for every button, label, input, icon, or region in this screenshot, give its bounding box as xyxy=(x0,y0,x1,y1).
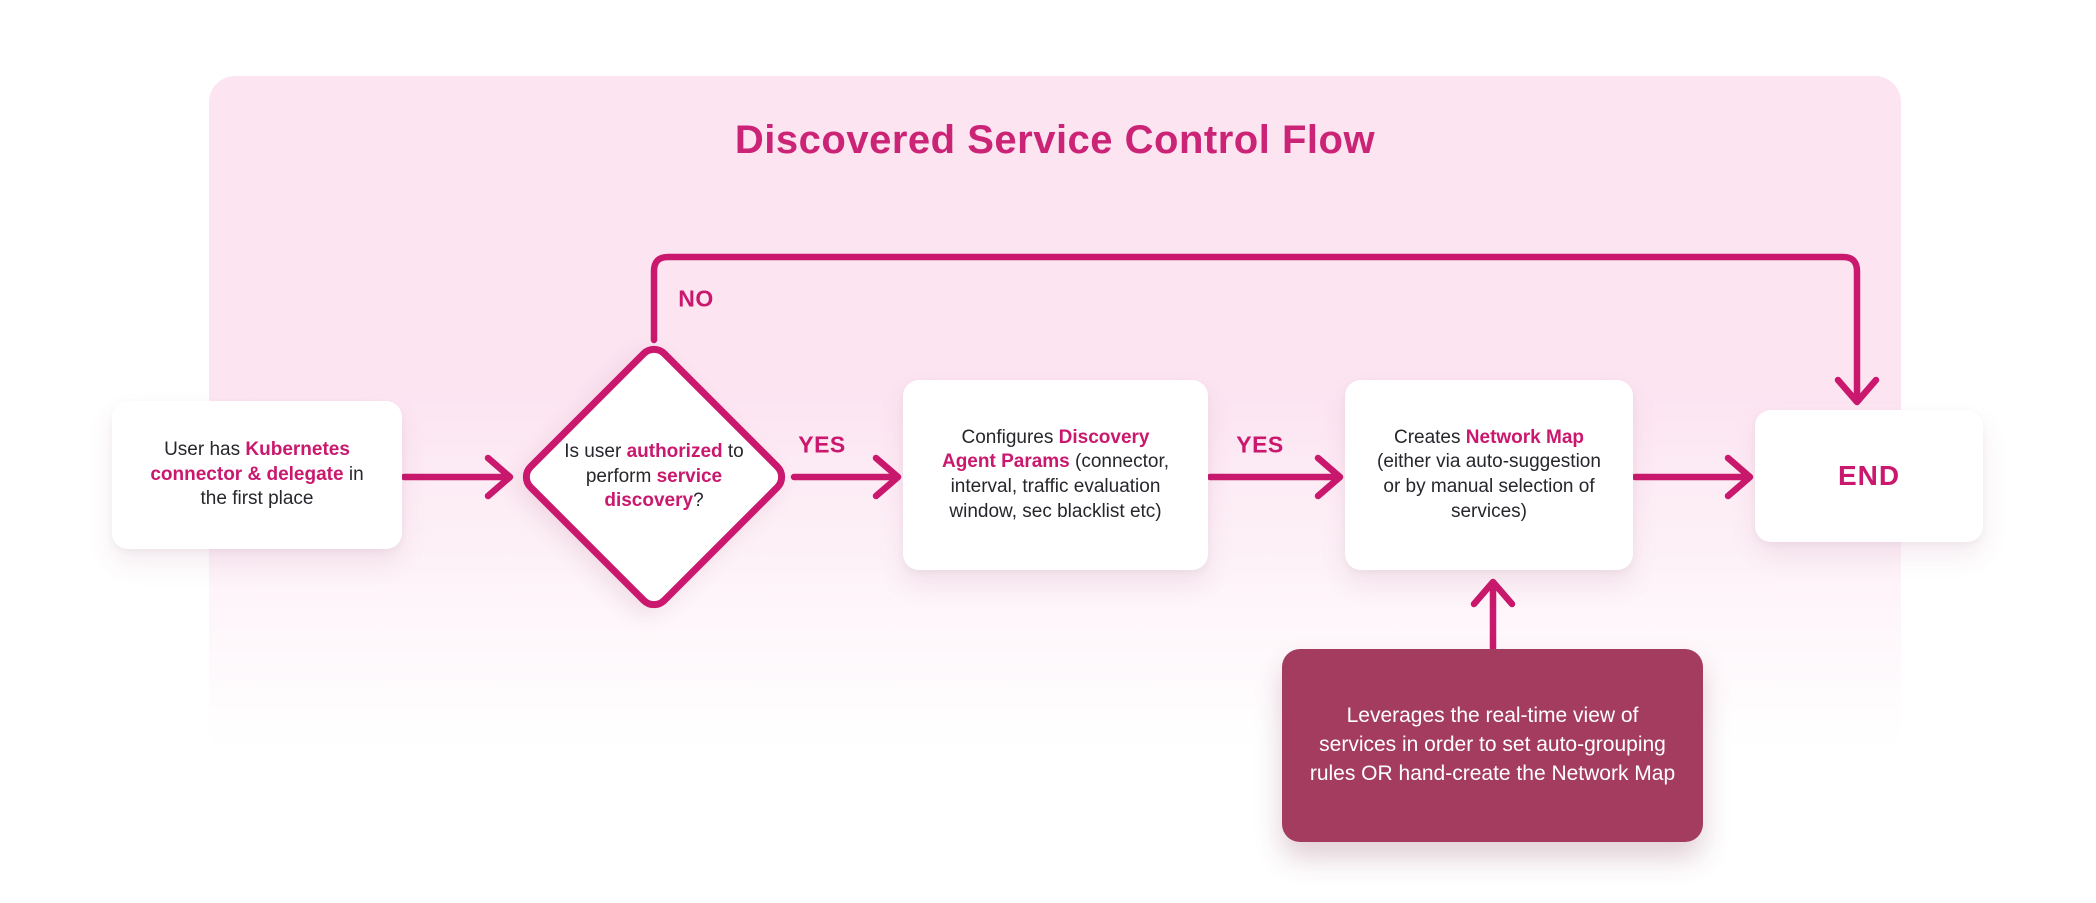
decision-node-text: Is user authorized to perform service di… xyxy=(564,440,744,512)
start-node-text: User has Kubernetes connector & delegate… xyxy=(150,438,364,510)
create-network-map-node: Creates Network Map (either via auto-sug… xyxy=(1345,380,1633,570)
decision-node: Is user authorized to perform service di… xyxy=(515,338,793,616)
diagram-title: Discovered Service Control Flow xyxy=(734,118,1376,162)
create-network-map-node-text: Creates Network Map (either via auto-sug… xyxy=(1377,426,1601,522)
start-node: User has Kubernetes connector & delegate… xyxy=(112,401,402,549)
end-node: END xyxy=(1755,410,1983,542)
edge-label-yes-configure: YES xyxy=(1236,431,1284,458)
edge-label-no-decision: NO xyxy=(678,285,714,312)
edge-label-yes-decision: YES xyxy=(798,431,846,458)
configure-params-node-text: Configures Discovery Agent Params (conne… xyxy=(941,426,1170,522)
note-box-text: Leverages the real-time view of services… xyxy=(1309,704,1676,785)
configure-params-node: Configures Discovery Agent Params (conne… xyxy=(903,380,1208,570)
end-node-label: END xyxy=(1837,460,1901,491)
note-box: Leverages the real-time view of services… xyxy=(1282,649,1703,842)
